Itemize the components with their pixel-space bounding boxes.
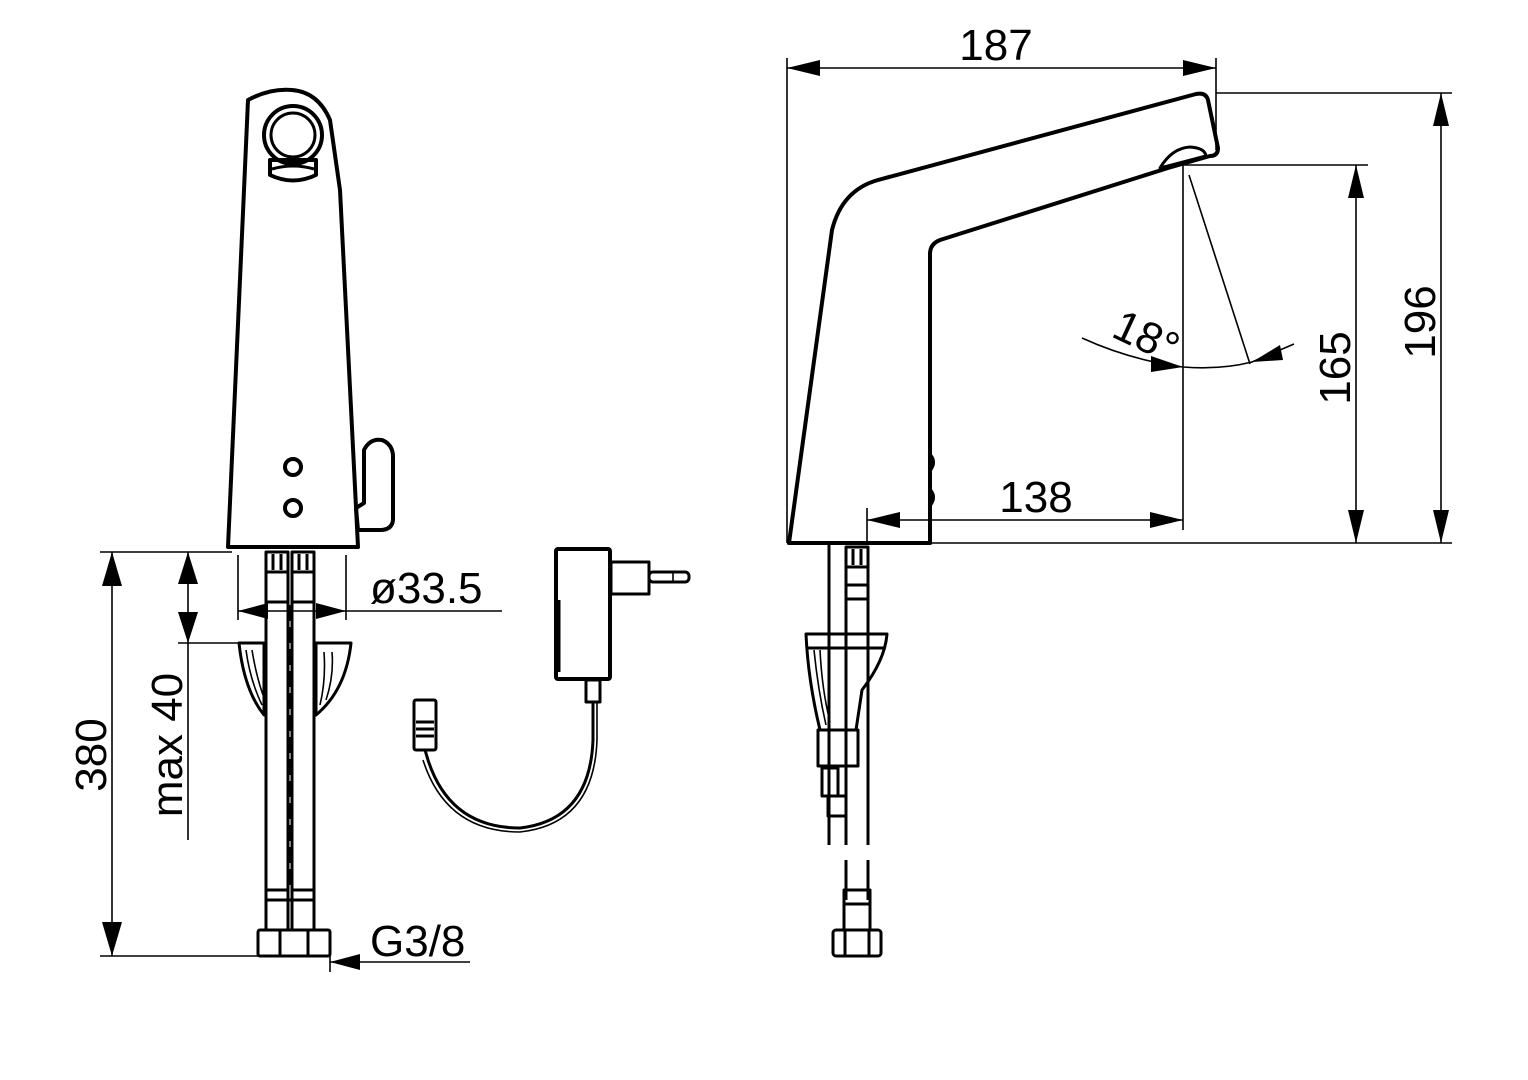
adapter-housing: [554, 547, 612, 681]
cable-strain-relief: [584, 678, 602, 704]
dimension-label-165: 165: [1311, 331, 1360, 404]
dimension-max-40: max 40: [143, 552, 265, 840]
aerator-outlet: [268, 158, 318, 183]
outlet-aerator: [1158, 145, 1208, 170]
faucet-body-side: [787, 91, 1220, 545]
hole-lower: [283, 498, 303, 518]
side-view: 187 138 165 196: [786, 21, 1452, 958]
front-view: 380 max 40 ø33.5 G3/8: [67, 87, 502, 972]
plug-base: [609, 560, 651, 596]
dimension-label-187: 187: [959, 21, 1032, 70]
adapter-cable-inner: [422, 702, 598, 833]
dimension-label-380: 380: [67, 718, 116, 791]
dimension-label-196: 196: [1396, 285, 1445, 358]
connection-hoses: [256, 550, 332, 958]
aerator-line: [271, 164, 315, 171]
mounting-bracket-right: [314, 641, 353, 717]
dimension-138: 138: [866, 165, 1184, 545]
hole-upper: [283, 457, 303, 477]
dimension-label-angle: 18°: [1106, 301, 1187, 374]
dimension-label-138: 138: [999, 473, 1072, 522]
adapter-cable: [423, 702, 595, 830]
cable-connector: [412, 698, 438, 752]
lever-handle: [354, 437, 395, 532]
mounting-bracket-left: [237, 641, 266, 717]
dimension-diameter-33-5: ø33.5: [237, 555, 502, 620]
dimension-165: 165: [1183, 164, 1368, 543]
power-adapter: [412, 547, 691, 833]
dimension-label-max-40: max 40: [143, 673, 192, 817]
bracket-ribs: [245, 649, 334, 706]
dimension-label-diameter: ø33.5: [370, 564, 483, 613]
dimension-196: 196: [1216, 92, 1452, 543]
dimension-380: 380: [67, 551, 258, 957]
sensor-bumps: [928, 453, 935, 507]
dimension-angle-18: 18°: [1081, 174, 1295, 374]
side-connection: [804, 545, 889, 958]
sensor-window-inner: [269, 111, 317, 159]
plug-pin: [647, 570, 691, 584]
dimension-label-thread: G3/8: [370, 917, 465, 966]
faucet-body-front: [226, 87, 360, 549]
sensor-window-icon: [262, 104, 324, 166]
dimension-187: 187: [786, 21, 1217, 543]
dimension-thread-g3-8: G3/8: [329, 917, 470, 972]
